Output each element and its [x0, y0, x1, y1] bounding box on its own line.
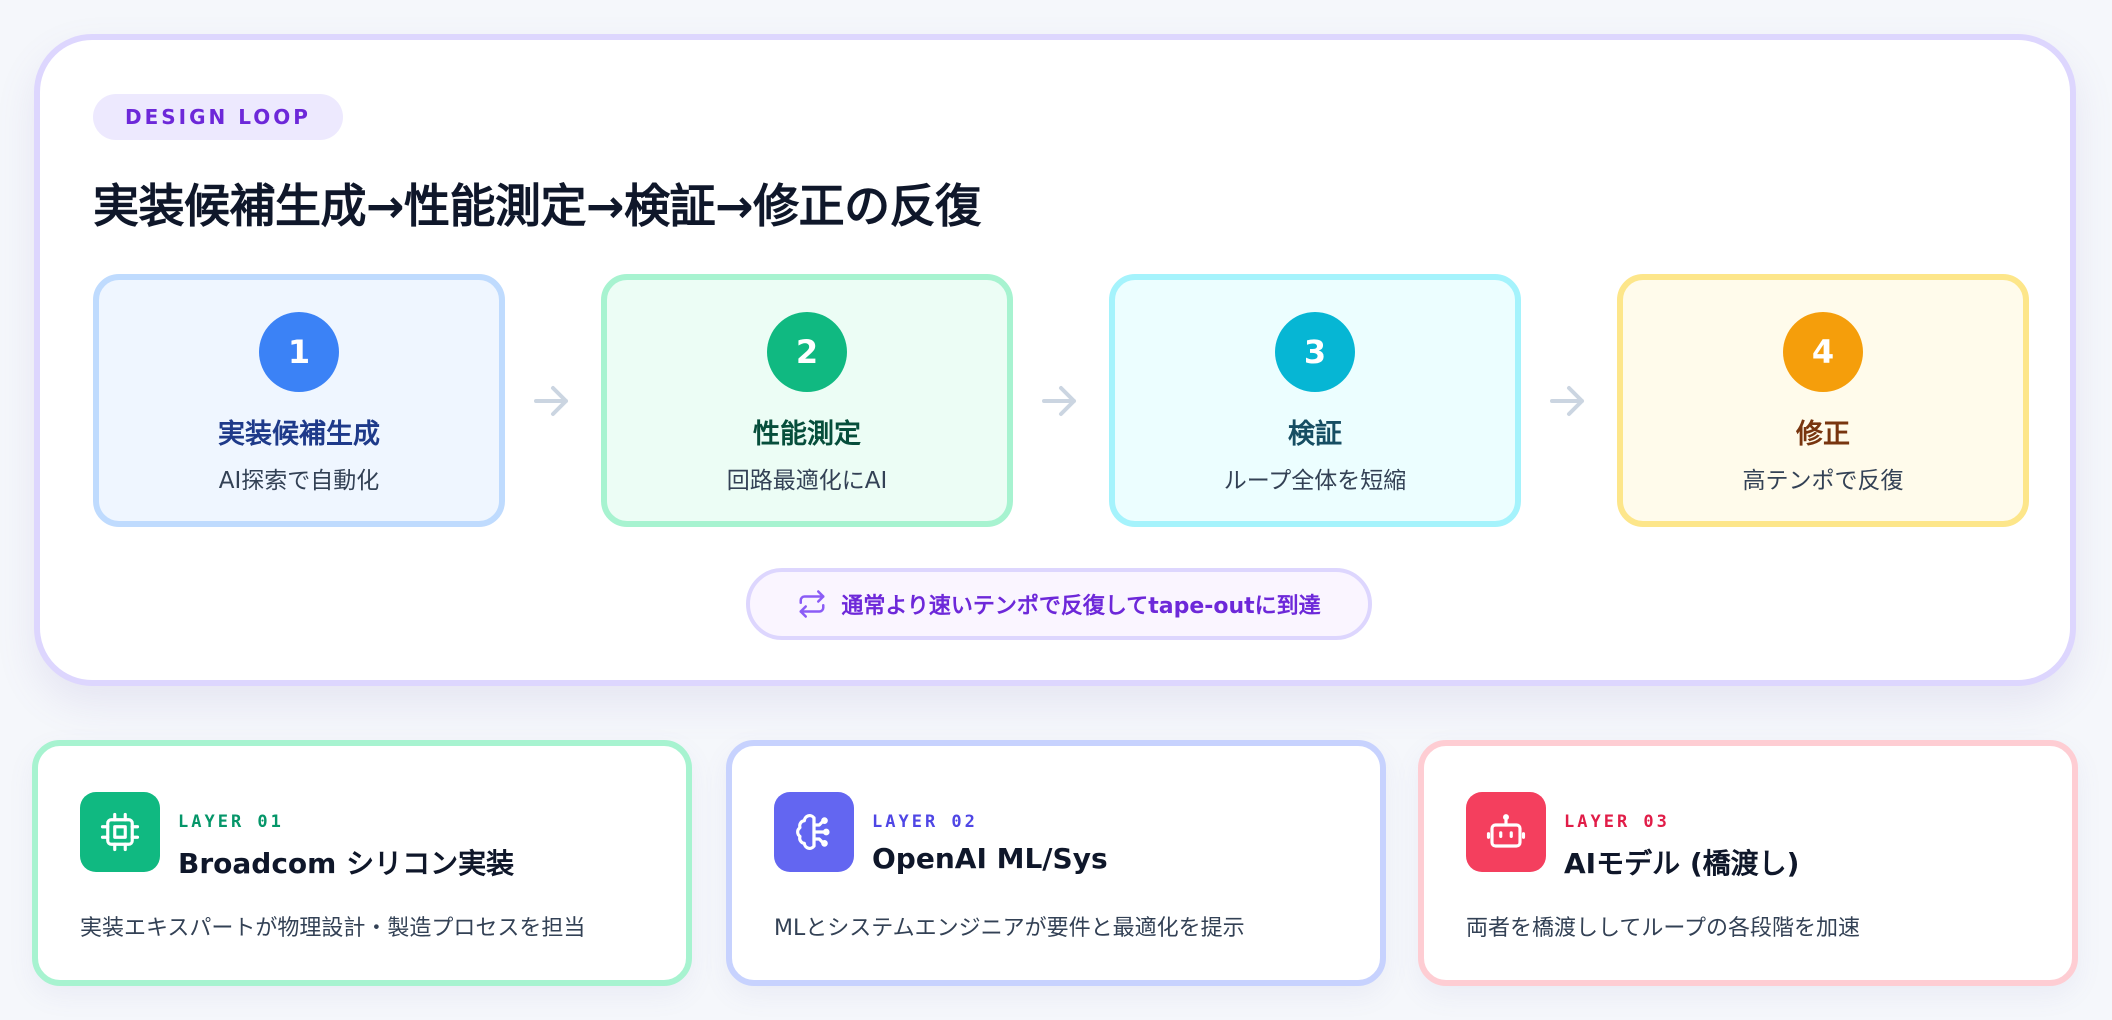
layer-tag: LAYER 03: [1564, 812, 1670, 832]
step-subtitle: 高テンポで反復: [1742, 468, 1904, 494]
step-title: 実装候補生成: [218, 419, 380, 450]
step-card-2: 2 性能測定 回路最適化にAI: [601, 274, 1013, 527]
layer-icon-box: [80, 792, 160, 872]
layer-tag: LAYER 02: [872, 812, 978, 832]
step-number-badge: 4: [1783, 312, 1863, 392]
layer-icon-box: [774, 792, 854, 872]
bot-icon: [1486, 814, 1526, 848]
layer-title: Broadcom シリコン実装: [178, 847, 515, 880]
step-card-1: 1 実装候補生成 AI探索で自動化: [93, 274, 505, 527]
layer-title: OpenAI ML/Sys: [872, 842, 1108, 875]
step-subtitle: 回路最適化にAI: [726, 468, 888, 494]
chip-icon: [100, 812, 140, 852]
layer-card-broadcom: LAYER 01 Broadcom シリコン実装 実装エキスパートが物理設計・製…: [32, 740, 692, 986]
step-number-badge: 1: [259, 312, 339, 392]
brain-icon: [796, 814, 830, 850]
layer-tag: LAYER 01: [178, 812, 284, 832]
step-number-badge: 2: [767, 312, 847, 392]
step-title: 性能測定: [753, 419, 861, 450]
arrow-right-icon: [534, 386, 568, 416]
repeat-icon: [799, 590, 825, 618]
step-title: 修正: [1796, 419, 1850, 450]
layer-title: AIモデル (橋渡し): [1564, 847, 1800, 880]
layer-description: 両者を橋渡ししてループの各段階を加速: [1466, 916, 1861, 941]
layer-icon-box: [1466, 792, 1546, 872]
step-subtitle: ループ全体を短縮: [1223, 468, 1407, 494]
cycle-note-pill: 通常より速いテンポで反復してtape-outに到達: [746, 568, 1372, 640]
step-subtitle: AI探索で自動化: [218, 468, 380, 494]
arrow-right-icon: [1042, 386, 1076, 416]
design-loop-panel: DESIGN LOOP 実装候補生成→性能測定→検証→修正の反復 1 実装候補生…: [34, 34, 2076, 686]
layer-card-ai-model: LAYER 03 AIモデル (橋渡し) 両者を橋渡ししてループの各段階を加速: [1418, 740, 2078, 986]
layer-description: 実装エキスパートが物理設計・製造プロセスを担当: [80, 916, 586, 941]
step-card-4: 4 修正 高テンポで反復: [1617, 274, 2029, 527]
arrow-right-icon: [1550, 386, 1584, 416]
loop-headline: 実装候補生成→性能測定→検証→修正の反復: [93, 179, 981, 233]
layer-description: MLとシステムエンジニアが要件と最適化を提示: [774, 916, 1245, 941]
layer-card-openai: LAYER 02 OpenAI ML/Sys MLとシステムエンジニアが要件と最…: [726, 740, 1386, 986]
step-number-badge: 3: [1275, 312, 1355, 392]
step-card-3: 3 検証 ループ全体を短縮: [1109, 274, 1521, 527]
section-eyebrow-badge: DESIGN LOOP: [93, 94, 343, 140]
cycle-note-text: 通常より速いテンポで反復してtape-outに到達: [841, 594, 1321, 619]
step-title: 検証: [1288, 419, 1342, 450]
